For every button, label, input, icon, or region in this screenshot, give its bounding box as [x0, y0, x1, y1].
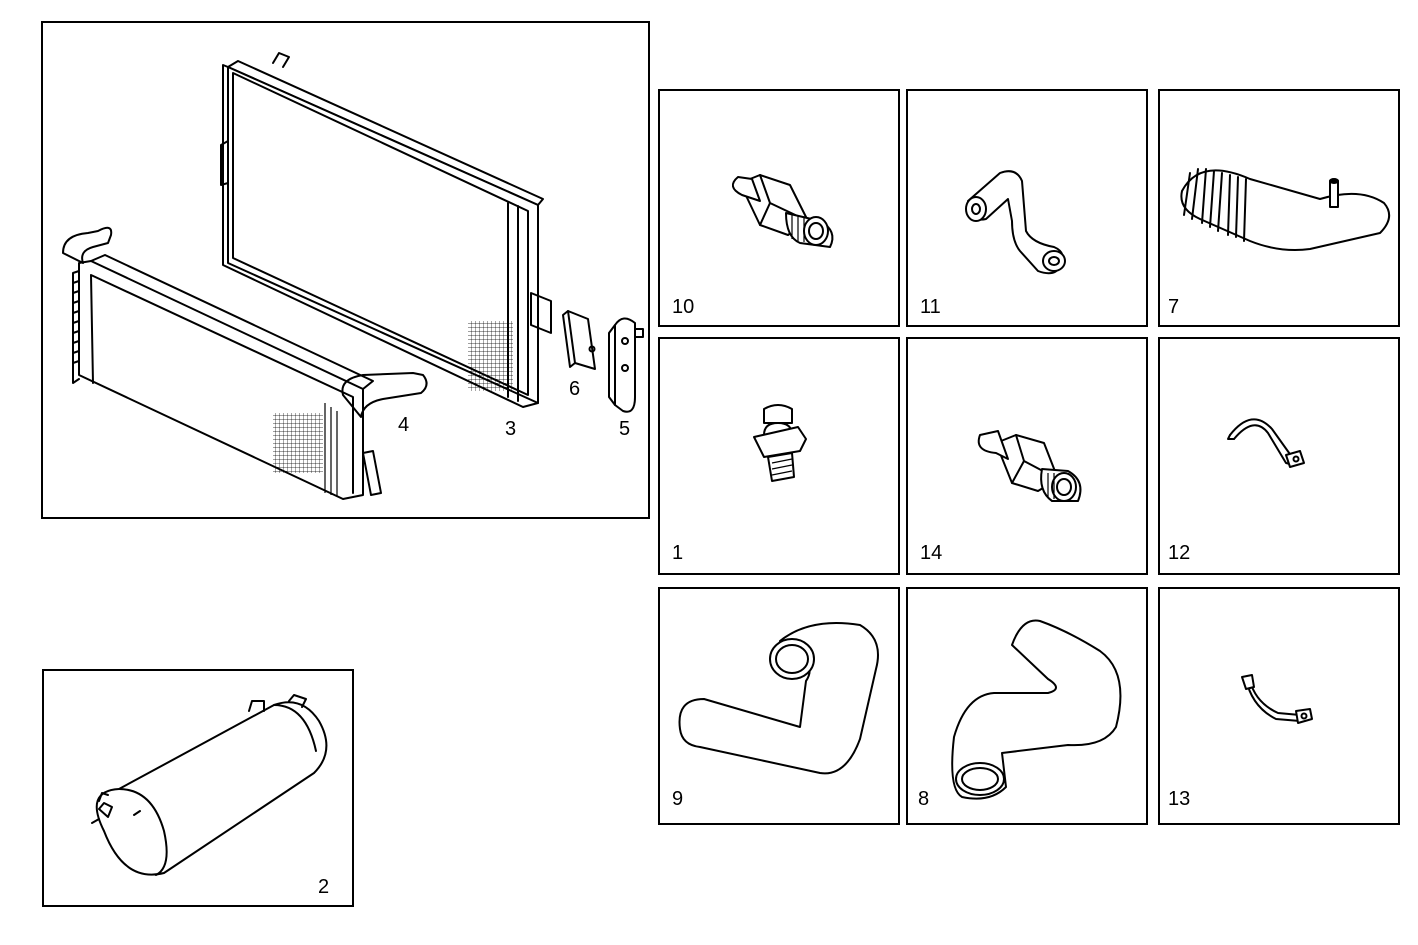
radiator-intercooler-drawing	[62, 52, 644, 500]
part-label-12: 12	[1168, 542, 1191, 564]
part-label-7: 7	[1168, 296, 1180, 318]
elbow-hose-icon	[951, 619, 1122, 800]
corrugated-hose-icon	[1180, 168, 1391, 251]
part-panel-1: 1	[658, 337, 900, 575]
part-panel-8: 8	[906, 587, 1148, 825]
part-panel-12: 12	[1158, 337, 1400, 575]
callout-pad: 6	[569, 378, 581, 400]
intercooler-icon	[62, 226, 428, 500]
part-label-10: 10	[672, 296, 695, 318]
part-label-9: 9	[672, 788, 684, 810]
bracket-icon	[608, 317, 644, 413]
part-panel-13: 13	[1158, 587, 1400, 825]
part-label-8: 8	[918, 788, 930, 810]
hex-nipple-icon	[731, 174, 834, 248]
pad-icon	[562, 310, 596, 370]
bent-hose-icon	[678, 622, 879, 775]
part-panel-7: 7	[1158, 89, 1400, 327]
callout-radiator: 3	[505, 418, 517, 440]
radiator-icon	[220, 52, 552, 408]
sensor-icon	[753, 404, 807, 482]
main-assembly-panel: 4 3 6 5	[41, 21, 650, 519]
part-panel-14: 14	[906, 337, 1148, 575]
tank-label: 2	[318, 876, 330, 898]
clamp-icon	[1227, 418, 1305, 468]
s-pipe-icon	[965, 170, 1066, 275]
tank-panel: 2	[42, 669, 354, 907]
part-panel-10: 10	[658, 89, 900, 327]
callout-intercooler: 4	[398, 414, 410, 436]
part-panel-11: 11	[906, 89, 1148, 327]
hex-nipple-icon	[977, 430, 1082, 502]
part-label-14: 14	[920, 542, 943, 564]
clamp-icon	[1241, 674, 1313, 724]
part-label-1: 1	[672, 542, 684, 564]
part-label-13: 13	[1168, 788, 1191, 810]
tank-icon	[91, 694, 328, 876]
part-panel-9: 9	[658, 587, 900, 825]
callout-bracket: 5	[619, 418, 631, 440]
part-label-11: 11	[920, 296, 941, 318]
